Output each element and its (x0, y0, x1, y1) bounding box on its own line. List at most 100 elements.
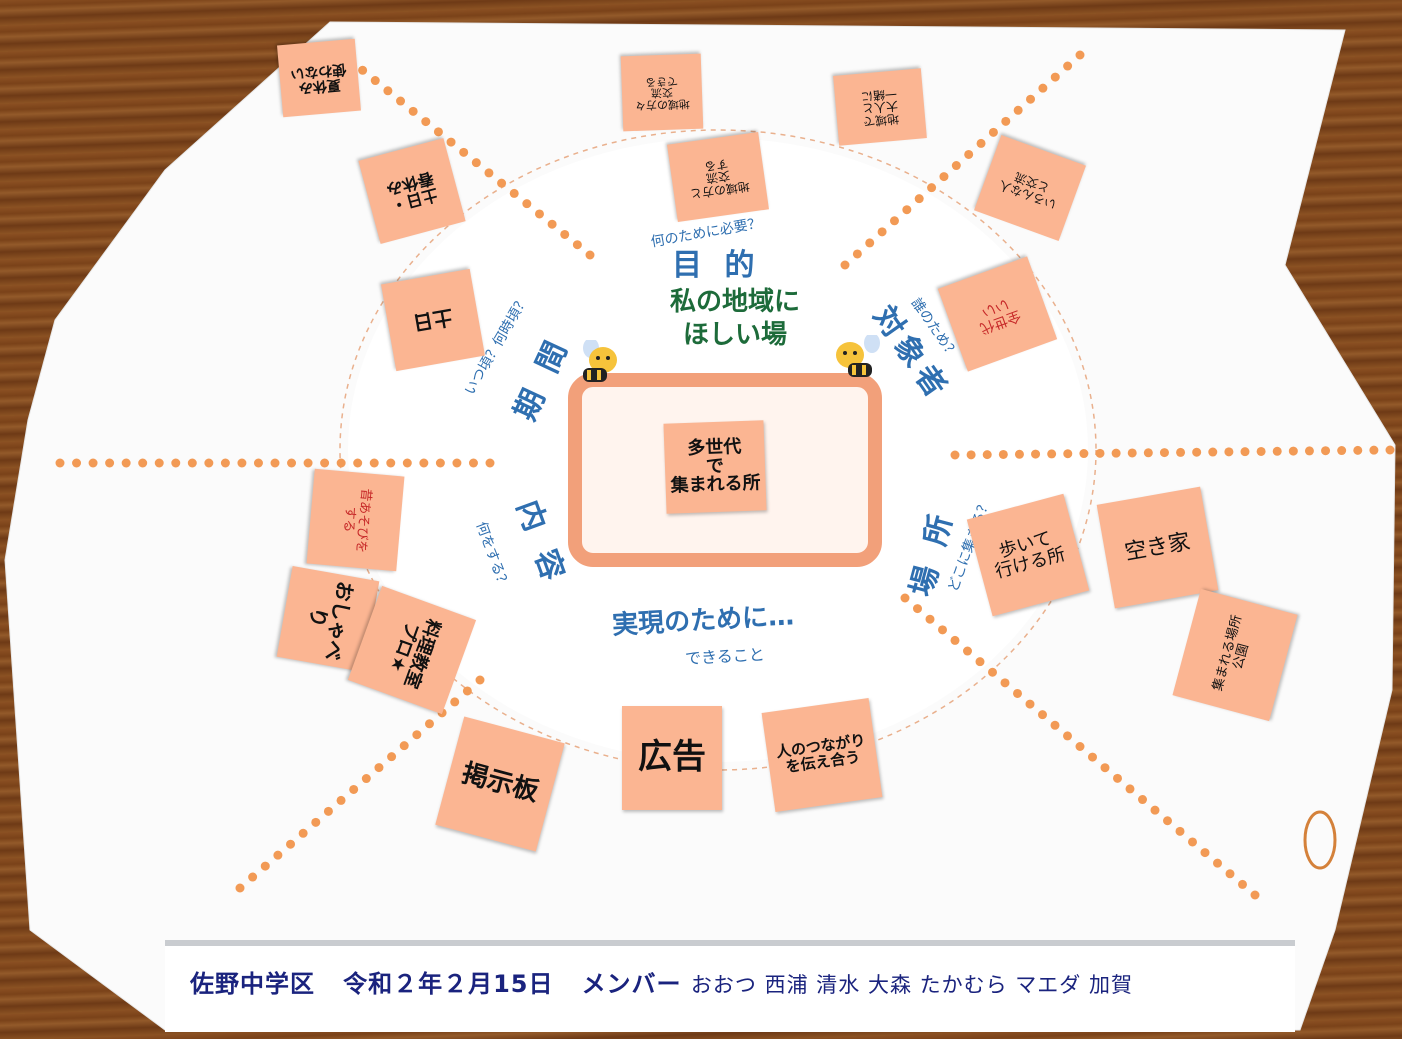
divider-dot (402, 458, 412, 468)
divider-dot (1353, 445, 1363, 455)
divider-dot (433, 127, 443, 137)
divider-dot (408, 106, 418, 116)
divider-dot (1063, 731, 1072, 741)
divider-dot (1138, 795, 1147, 805)
divider-dot (560, 229, 570, 239)
divider-dot (1100, 763, 1110, 773)
bee-icon-right (830, 333, 890, 389)
divider-dot (1150, 805, 1160, 815)
divider-dot (852, 249, 862, 259)
divider-dot (171, 458, 181, 468)
footer-members: おおつ 西浦 清水 大森 たかむら マエダ 加賀 (690, 973, 1133, 997)
divider-dot (1238, 879, 1247, 889)
footer-strip: 佐野中学区 令和２年２月15日 メンバー おおつ 西浦 清水 大森 たかむら マ… (165, 940, 1295, 1032)
divider-dot (1127, 448, 1137, 458)
divider-dot (1038, 83, 1048, 93)
divider-dot (298, 828, 308, 838)
note-content-1: 昔あそびを する (306, 468, 405, 572)
divider-dot (1240, 447, 1250, 457)
note-center: 多世代 で 集まれる所 (663, 420, 767, 514)
divider-dot (1250, 890, 1260, 900)
divider-dot (1200, 848, 1210, 858)
divider-dot (966, 450, 976, 460)
divider-dot (399, 741, 409, 751)
divider-dot (982, 450, 992, 460)
divider-dot (303, 458, 313, 468)
divider-dot (975, 657, 985, 667)
divider-dot (412, 730, 422, 740)
divider-dot (840, 260, 850, 270)
divider-dot (336, 795, 346, 805)
divider-dot (964, 149, 974, 159)
divider-dot (1143, 448, 1153, 458)
divider-dot (1175, 826, 1185, 836)
footer-date: 令和２年２月15日 (343, 970, 554, 998)
divider-dot (374, 763, 384, 773)
divider-dot (260, 861, 270, 871)
divider-dot (248, 872, 258, 882)
divider-dot (154, 458, 164, 468)
divider-dot (320, 458, 330, 468)
divider-dot (270, 458, 280, 468)
divider-dot (370, 76, 380, 86)
note-realize-2: 広告 (622, 706, 722, 810)
divider-dot (1038, 710, 1047, 720)
divider-dot (311, 817, 321, 827)
divider-dot (1013, 688, 1022, 698)
divider-dot (1272, 446, 1282, 456)
divider-dot (452, 458, 462, 468)
divider-dot (1111, 448, 1121, 458)
divider-dot (1000, 678, 1010, 688)
divider-dot (1013, 105, 1023, 115)
divider-dot (361, 774, 371, 784)
divider-dot (336, 458, 346, 468)
dotted-dividers (55, 50, 1395, 900)
divider-dot (938, 625, 947, 635)
divider-dot (1095, 448, 1105, 458)
divider-dot (1125, 784, 1135, 794)
divider-dot (485, 458, 495, 468)
divider-dot (121, 458, 131, 468)
divider-dot (1192, 447, 1202, 457)
divider-dot (273, 850, 283, 860)
center-title: 私の地域に ほしい場 (615, 286, 855, 351)
divider-dot (925, 614, 935, 624)
divider-dot (889, 216, 899, 226)
divider-dot (572, 240, 582, 250)
divider-dot (138, 458, 148, 468)
divider-dot (287, 458, 297, 468)
divider-dot (386, 458, 396, 468)
divider-dot (1385, 445, 1395, 455)
rubber-band (1303, 810, 1337, 870)
divider-dot (939, 172, 949, 182)
divider-dot (253, 458, 263, 468)
note-purpose-1: 地域の方々 交流 できる (620, 53, 704, 132)
divider-dot (927, 183, 937, 193)
divider-dot (522, 199, 532, 209)
divider-dot (419, 458, 429, 468)
divider-dot (475, 675, 485, 685)
footer-text: 佐野中学区 令和２年２月15日 メンバー おおつ 西浦 清水 大森 たかむら マ… (190, 964, 1133, 999)
divider-dot (1050, 72, 1060, 82)
divider-dot (459, 147, 469, 157)
note-realize-3: 人のつながり を伝え合う (761, 697, 883, 813)
divider-dot (1050, 720, 1060, 730)
divider-dot (462, 686, 472, 696)
divider-dot (963, 646, 972, 656)
divider-dot (1288, 446, 1298, 456)
divider-dot (1188, 837, 1197, 847)
note-purpose-3: 地域で 大人と 一緒に (833, 68, 927, 146)
divider-dot (998, 449, 1008, 459)
label-realize-sub: できること (684, 644, 766, 669)
divider-dot (471, 158, 481, 168)
divider-dot (913, 604, 922, 614)
divider-dot (349, 784, 359, 794)
divider-dot (1063, 449, 1073, 459)
divider-dot (1163, 816, 1172, 826)
label-purpose: 目 的 (672, 248, 761, 283)
divider-dot (509, 188, 519, 198)
note-period-1: 夏休み 使わない (277, 38, 361, 118)
divider-dot (1025, 699, 1035, 709)
divider-dot (547, 219, 557, 229)
